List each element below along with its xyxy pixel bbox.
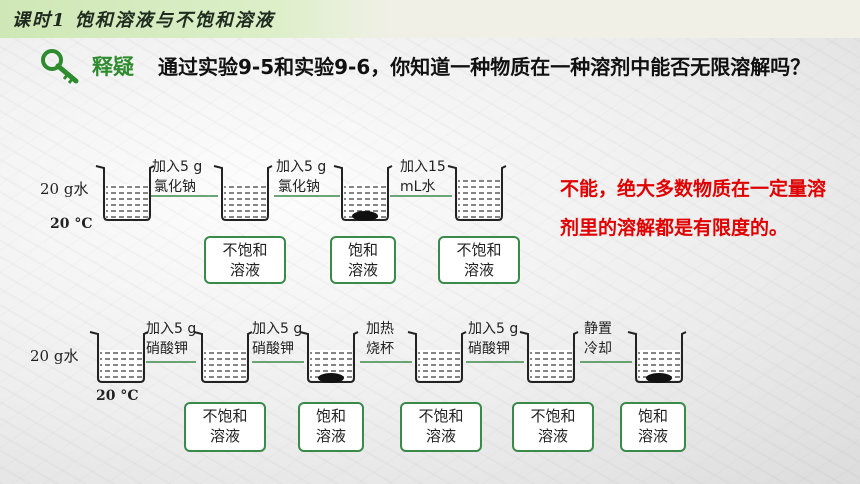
undissolved-solid (646, 373, 672, 383)
exp1-temp: 20 °C (50, 216, 93, 232)
exp2-step2-line1: 加入5 g (252, 321, 303, 337)
exp2-step2-line2: 硝酸钾 (252, 341, 294, 357)
state-box: 不饱和 溶液 (204, 236, 286, 284)
state-line: 溶液 (463, 261, 494, 279)
state-line: 溶液 (347, 261, 378, 279)
beaker (627, 331, 687, 383)
state-box: 饱和 溶液 (620, 402, 686, 452)
state-line: 不饱和 (222, 241, 268, 259)
undissolved-solid (352, 211, 378, 221)
state-line: 不饱和 (456, 241, 502, 259)
state-line: 溶液 (229, 261, 260, 279)
state-line: 饱和 (637, 407, 668, 425)
undissolved-solid (318, 373, 344, 383)
beaker (213, 165, 273, 221)
state-line: 溶液 (315, 427, 346, 445)
state-line: 饱和 (315, 407, 346, 425)
beaker (447, 165, 507, 221)
exp2-step3-line1: 加热 (366, 321, 394, 337)
exp1-step1-line1: 加入5 g (152, 159, 203, 175)
state-line: 溶液 (209, 427, 240, 445)
beaker (519, 331, 579, 383)
beaker (193, 331, 253, 383)
exp1-step3-line1: 加入15 (400, 159, 446, 175)
lesson-title: 课时1 饱和溶液与不饱和溶液 (12, 10, 275, 31)
beaker (89, 331, 149, 383)
exp2-start-water: 20 g水 (30, 347, 79, 365)
state-line: 不饱和 (418, 407, 464, 425)
exp2-step5-line2: 冷却 (584, 341, 612, 357)
state-box: 不饱和 溶液 (184, 402, 266, 452)
answer-text: 不能，绝大多数物质在一定量溶剂里的溶解都是有限度的。 (560, 178, 827, 239)
beaker (95, 165, 155, 221)
state-line: 溶液 (537, 427, 568, 445)
state-box: 不饱和 溶液 (512, 402, 594, 452)
exp1-step2-line1: 加入5 g (276, 159, 327, 175)
state-line: 不饱和 (530, 407, 576, 425)
question-text: 通过实验9-5和实验9-6，你知道一种物质在一种溶剂中能否无限溶解吗？ (158, 55, 811, 79)
exp1-step1-line2: 氯化钠 (154, 179, 196, 195)
exp2-step4-line1: 加入5 g (468, 321, 519, 337)
beaker (333, 165, 393, 221)
state-line: 不饱和 (202, 407, 248, 425)
state-box: 不饱和 溶液 (438, 236, 520, 284)
state-line: 溶液 (425, 427, 456, 445)
state-box: 饱和 溶液 (330, 236, 396, 284)
key-magnifier-icon (41, 49, 79, 84)
state-box: 不饱和 溶液 (400, 402, 482, 452)
header-bar: 课时1 饱和溶液与不饱和溶液 (0, 0, 860, 38)
exp2-temp: 20 °C (96, 388, 139, 404)
state-box: 饱和 溶液 (298, 402, 364, 452)
exp2-step5-line1: 静置 (584, 321, 612, 337)
beaker (407, 331, 467, 383)
exp1-step2-line2: 氯化钠 (278, 179, 320, 195)
beaker (299, 331, 359, 383)
exp2-step3-line2: 烧杯 (366, 341, 394, 357)
exp2-step1-line2: 硝酸钾 (146, 341, 188, 357)
exp2-step4-line2: 硝酸钾 (468, 341, 510, 357)
header-ribbon (0, 0, 390, 38)
exp1-start-water: 20 g水 (40, 180, 89, 198)
state-line: 饱和 (347, 241, 378, 259)
exp2-step1-line1: 加入5 g (146, 321, 197, 337)
exp1-step3-line2: mL水 (400, 179, 436, 195)
state-line: 溶液 (637, 427, 668, 445)
question-tag: 释疑 (92, 55, 134, 79)
